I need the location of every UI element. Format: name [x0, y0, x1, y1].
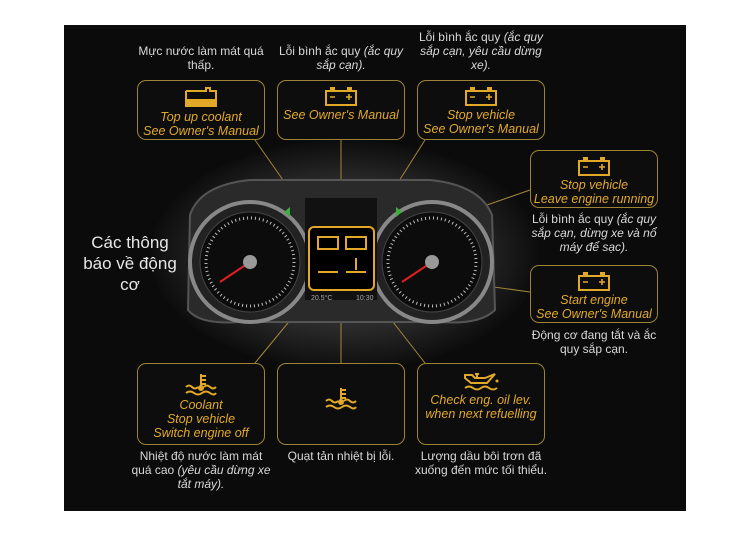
cluster-temp: 20.5°C [311, 294, 332, 302]
warning-message-line: Switch engine off [153, 426, 249, 440]
caption-italic-text: (ắc quy sắp cạn, dừng xe và nổ máy để sạ… [531, 212, 657, 254]
warning-message-line: Stop vehicle [559, 178, 629, 192]
warning-caption: Mực nước làm mát quá thấp. [137, 44, 265, 72]
cluster-time: 10:30 [356, 295, 374, 302]
warning-caption: Lượng dầu bôi trơn đã xuống đến mức tối … [410, 449, 552, 477]
coolant-temperature-icon [278, 386, 404, 410]
warning-caption: Lỗi bình ắc quy (ắc quy sắp cạn). [277, 44, 405, 72]
warning-message-line: Start engine [560, 293, 628, 307]
warning-message-line: See Owner's Manual [143, 124, 259, 138]
coolant-level-icon [138, 86, 264, 108]
caption-text: Quạt tản nhiệt bị lỗi. [287, 449, 395, 463]
warning-message-line: when next refuelling [425, 407, 537, 421]
battery-icon [531, 156, 657, 176]
warning-message-line: Stop vehicle [446, 108, 516, 122]
battery-icon [531, 271, 657, 291]
battery-icon [418, 86, 544, 106]
caption-text: Nhiệt độ nước làm mát quá cao [131, 449, 263, 477]
warning-message-line: Stop vehicle [166, 412, 236, 426]
battery-icon [278, 86, 404, 106]
warning-box: Check eng. oil lev.when next refuelling [417, 363, 545, 445]
warning-message-line: Check eng. oil lev. [430, 393, 532, 407]
caption-text: Mực nước làm mát quá thấp. [138, 44, 264, 72]
warning-message-line: Coolant [179, 398, 223, 412]
warning-message-line: Leave engine running [533, 192, 655, 206]
caption-italic-text: (ắc quy sắp cạn, yêu cầu dừng xe). [420, 30, 544, 72]
caption-text: Lỗi bình ắc quy [278, 44, 361, 58]
warning-caption: Nhiệt độ nước làm mát quá cao (yêu cầu d… [130, 449, 272, 491]
caption-italic-text: (yêu cầu dừng xe tắt máy). [177, 463, 271, 491]
coolant-temperature-icon [138, 372, 264, 396]
caption-italic-text: (ắc quy sắp cạn). [316, 44, 404, 72]
warning-message-line: See Owner's Manual [283, 108, 399, 122]
warning-highlight [308, 226, 375, 291]
warning-message-line: See Owner's Manual [423, 122, 539, 136]
warning-caption: Động cơ đang tắt và ắc quy sắp cạn. [526, 328, 662, 356]
warning-message-line: Top up coolant [160, 110, 242, 124]
caption-text: Lỗi bình ắc quy [531, 212, 614, 226]
warning-caption: Quạt tản nhiệt bị lỗi. [277, 449, 405, 463]
page-title: Các thông báo về động cơ [83, 233, 177, 294]
warning-box: See Owner's Manual [277, 80, 405, 140]
warning-caption: Lỗi bình ắc quy (ắc quy sắp cạn, yêu cầu… [410, 30, 552, 72]
caption-text: Lỗi bình ắc quy [418, 30, 501, 44]
warning-message-line: See Owner's Manual [536, 307, 652, 321]
caption-text: Động cơ đang tắt và ắc quy sắp cạn. [531, 328, 657, 356]
instrument-cluster [186, 179, 497, 324]
warning-caption: Lỗi bình ắc quy (ắc quy sắp cạn, dừng xe… [526, 212, 662, 254]
caption-text: Lượng dầu bôi trơn đã xuống đến mức tối … [414, 449, 548, 477]
oil-can-icon [418, 369, 544, 391]
warning-box [277, 363, 405, 445]
